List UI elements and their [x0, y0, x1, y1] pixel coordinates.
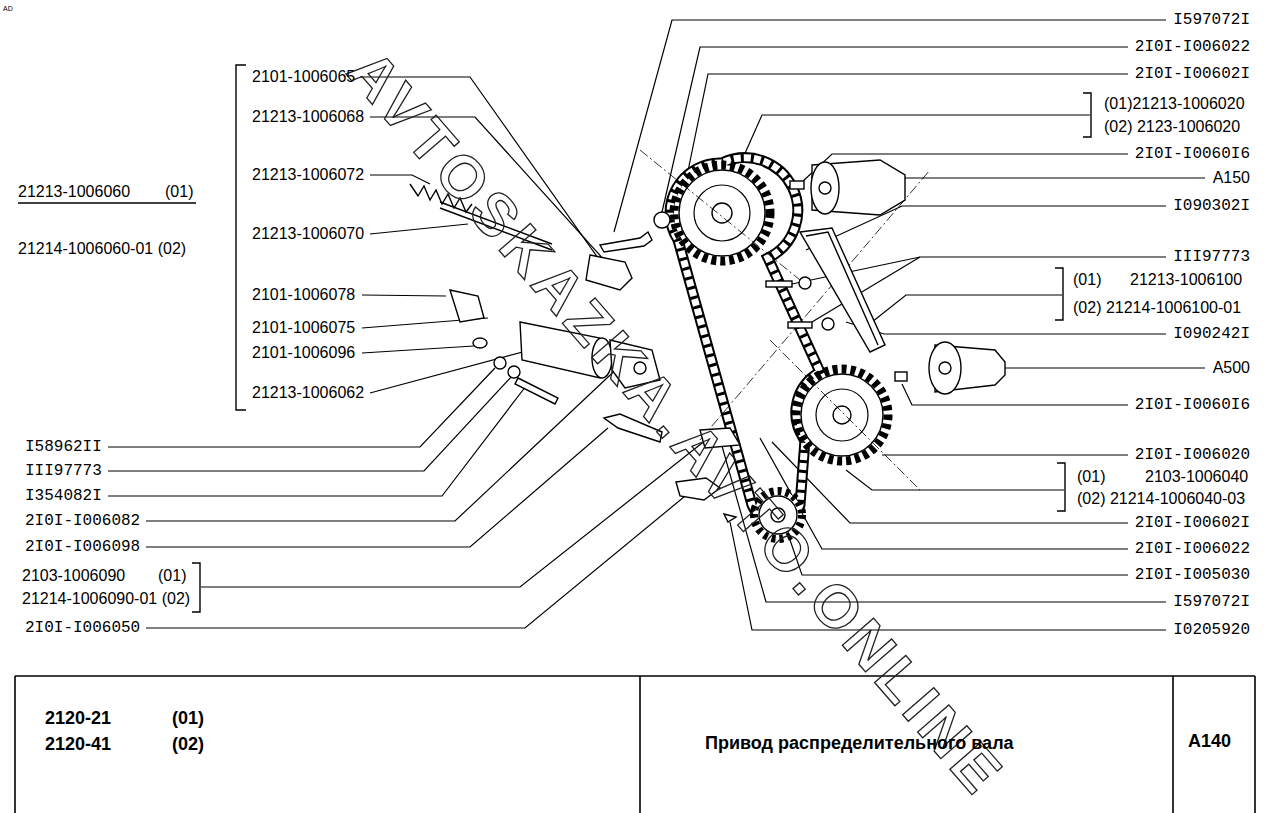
part-number: (02) 21214-1006100-01: [1073, 300, 1241, 316]
shafts: [790, 160, 1005, 394]
part-number: 21214-1006090-01 (02): [22, 591, 190, 607]
model-code: 2120-21: [45, 709, 111, 727]
brackets: [18, 65, 1091, 612]
part-number: 2103-1006090: [22, 568, 125, 584]
part-number: 2101-1006078: [252, 287, 355, 303]
part-number: I597072I: [1173, 594, 1250, 610]
part-number: 21213-1006100: [1130, 272, 1242, 288]
part-number: III97773: [1173, 249, 1250, 265]
part-number: (01)21213-1006020: [1104, 96, 1245, 112]
part-number: A500: [1213, 360, 1250, 376]
catalog-mark: AD: [3, 5, 13, 12]
part-number: I354082I: [25, 488, 102, 504]
part-number: A150: [1213, 170, 1250, 186]
sheet-title: Привод распределительного вала: [705, 734, 1014, 752]
part-number: 21213-1006072: [252, 167, 364, 183]
part-number: (01): [1073, 272, 1101, 288]
part-number: 21213-1006060: [18, 184, 130, 200]
part-number: I0205920: [1173, 622, 1250, 638]
part-number: 21213-1006068: [252, 109, 364, 125]
part-number: III97773: [25, 463, 102, 479]
part-number: I090242I: [1173, 326, 1250, 342]
tensioner-shoe: [766, 228, 885, 352]
part-number: 2I0I-I0060I6: [1135, 397, 1250, 413]
part-number: (01): [1077, 469, 1105, 485]
part-number: (01): [165, 184, 193, 200]
part-number: 2101-1006065: [252, 69, 355, 85]
part-number: 2I0I-I006050: [25, 620, 140, 636]
model-code: 2120-41: [45, 735, 111, 753]
part-number: I090302I: [1173, 198, 1250, 214]
title-block: [15, 676, 1255, 813]
part-number: 21213-1006070: [252, 226, 364, 242]
part-number: 2I0I-I00602I: [1135, 515, 1250, 531]
part-number: 2101-1006075: [252, 320, 355, 336]
part-number: 2103-1006040: [1145, 469, 1248, 485]
leader-lines: [108, 20, 1205, 630]
part-number: 2I0I-I00602I: [1135, 66, 1250, 82]
part-number: 21214-1006060-01 (02): [18, 241, 186, 257]
part-number: 2I0I-I005030: [1135, 567, 1250, 583]
part-number: 2I0I-I006098: [25, 539, 140, 555]
part-number: 2I0I-I006082: [25, 513, 140, 529]
part-number: (01): [158, 568, 186, 584]
part-number: 2101-1006096: [252, 345, 355, 361]
watermark: AVTOSKAZKA.AVTO.ONLINE: [337, 40, 1015, 807]
part-number: I597072I: [1173, 12, 1250, 28]
variant-code: (02): [172, 735, 204, 753]
variant-code: (01): [172, 709, 204, 727]
part-number: 21213-1006062: [252, 385, 364, 401]
part-number: 2I0I-I006020: [1135, 447, 1250, 463]
part-number: I58962II: [25, 439, 102, 455]
sheet-code: A140: [1188, 732, 1231, 750]
part-number: (02) 2123-1006020: [1104, 119, 1240, 135]
part-number: (02) 21214-1006040-03: [1077, 491, 1245, 507]
part-number: 2I0I-I0060I6: [1135, 146, 1250, 162]
part-number: 2I0I-I006022: [1135, 39, 1250, 55]
part-number: 2I0I-I006022: [1135, 541, 1250, 557]
